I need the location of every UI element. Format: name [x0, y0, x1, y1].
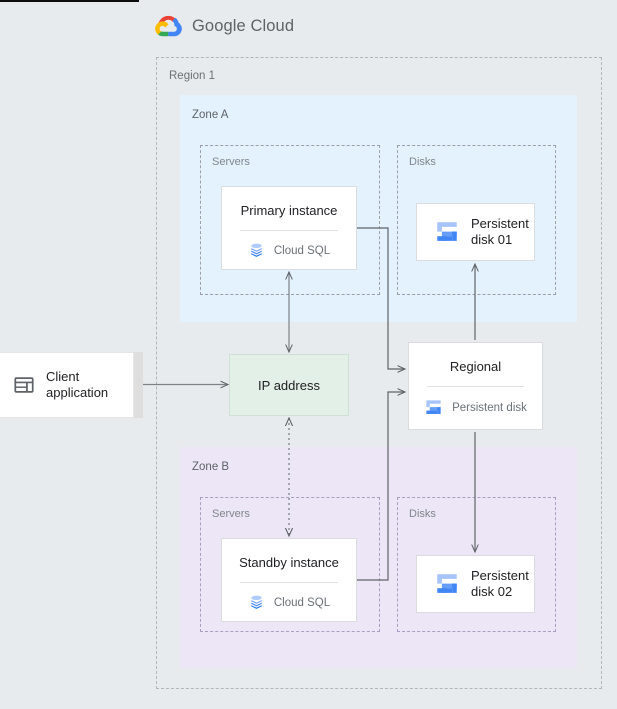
primary-instance-service: Cloud SQL	[222, 231, 356, 259]
zone-a-label: Zone A	[192, 109, 229, 121]
client-window-icon	[14, 377, 34, 393]
persistent-disk-02-label: Persistent disk 02	[471, 568, 529, 601]
client-application-label: Client application	[46, 369, 108, 402]
primary-instance-title: Primary instance	[240, 203, 338, 218]
google-cloud-logo-icon	[155, 15, 182, 37]
group-servers-zone-a-label: Servers	[212, 156, 250, 168]
top-edge-sliver	[0, 0, 139, 2]
client-application-line2: application	[46, 385, 109, 400]
regional-disk-service: Persistent disk	[409, 387, 542, 417]
standby-instance-title: Standby instance	[239, 555, 339, 570]
node-client-application[interactable]: Client application	[0, 352, 134, 418]
card-divider	[240, 582, 338, 583]
brand-name-cloud: Cloud	[245, 16, 295, 35]
persistent-disk-icon	[426, 400, 441, 414]
persistent-disk-01-line2: disk 01	[471, 232, 513, 247]
card-divider	[240, 230, 338, 231]
persistent-disk-01-line1: Persistent	[471, 215, 529, 231]
card-primary-instance[interactable]: Primary instance Cloud SQL	[221, 186, 357, 270]
node-ip-address[interactable]: IP address	[229, 354, 349, 416]
persistent-disk-icon	[437, 222, 457, 241]
card-divider	[427, 386, 524, 387]
persistent-disk-02-line2: disk 02	[471, 584, 513, 599]
group-disks-zone-a-label: Disks	[409, 156, 436, 168]
group-servers-zone-b-label: Servers	[212, 508, 250, 520]
cloud-sql-icon	[251, 243, 262, 257]
card-persistent-disk-02[interactable]: Persistent disk 02	[416, 555, 535, 613]
persistent-disk-02-line1: Persistent	[471, 567, 529, 583]
ip-address-label: IP address	[258, 377, 320, 393]
primary-instance-service-label: Cloud SQL	[273, 244, 331, 257]
persistent-disk-01-label: Persistent disk 01	[471, 216, 529, 249]
region-label: Region 1	[169, 70, 216, 82]
group-disks-zone-a: Disks	[397, 145, 556, 295]
region-container: Region 1	[156, 57, 602, 689]
brand-name-google: Google	[192, 16, 246, 35]
regional-disk-title: Regional	[449, 359, 502, 374]
standby-instance-service-label: Cloud SQL	[273, 596, 331, 609]
group-disks-zone-b-label: Disks	[409, 508, 436, 520]
cloud-sql-icon	[251, 595, 262, 609]
google-cloud-wordmark: Google Cloud	[192, 17, 294, 36]
card-standby-instance[interactable]: Standby instance Cloud SQL	[221, 538, 357, 622]
card-regional-persistent-disk[interactable]: Regional Persistent disk	[408, 342, 543, 430]
client-application-line1: Client	[46, 368, 80, 384]
standby-instance-service: Cloud SQL	[222, 583, 356, 611]
regional-disk-service-label: Persistent disk	[452, 401, 527, 414]
persistent-disk-icon	[437, 574, 457, 593]
google-cloud-logo: Google Cloud	[155, 14, 294, 38]
card-persistent-disk-01[interactable]: Persistent disk 01	[416, 203, 535, 261]
zone-b-label: Zone B	[192, 461, 230, 473]
